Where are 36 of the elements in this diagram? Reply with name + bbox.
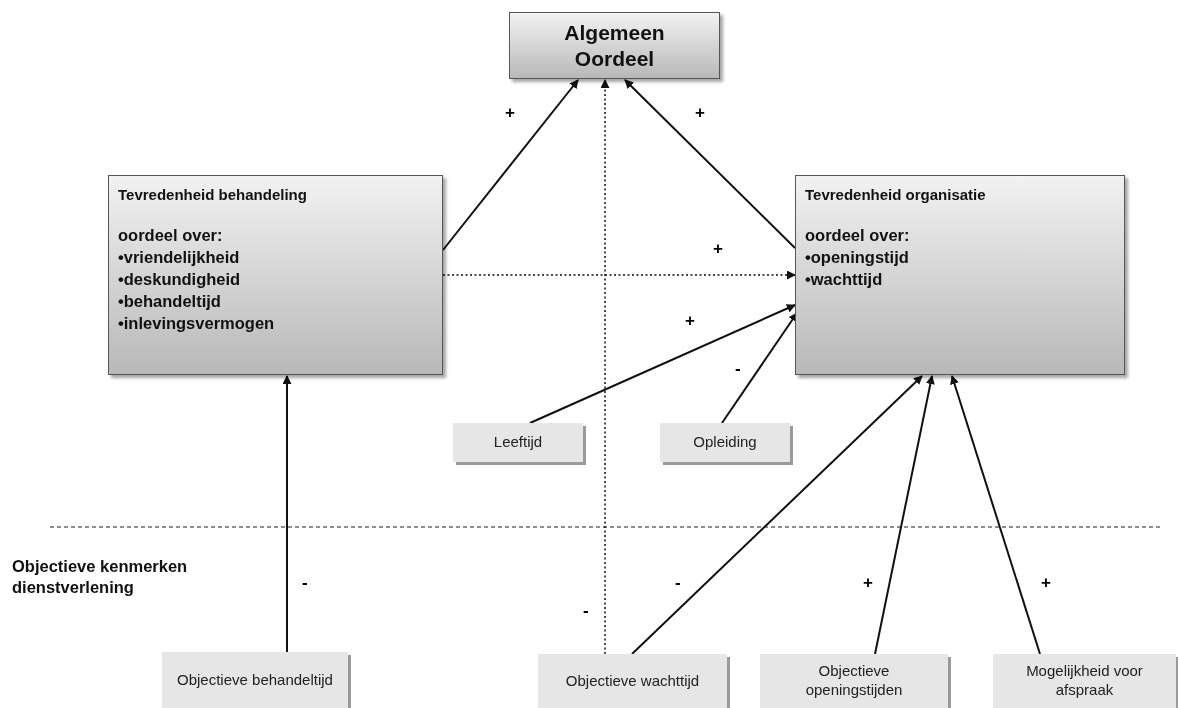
box-label: Opleiding bbox=[692, 433, 758, 452]
arrow bbox=[631, 375, 923, 655]
box-title: Tevredenheid organisatie bbox=[805, 186, 986, 203]
factor-box bbox=[760, 654, 948, 708]
box-subtitle: oordeel over: bbox=[118, 226, 223, 245]
factor-box bbox=[453, 423, 583, 462]
arrow bbox=[529, 304, 796, 424]
arrow bbox=[282, 375, 292, 653]
section-label: Objectieve kenmerken dienstverlening bbox=[12, 556, 189, 598]
factor-box bbox=[993, 654, 1176, 708]
factor-box bbox=[108, 175, 443, 375]
box-label: Leeftijd bbox=[492, 433, 544, 452]
list-item: •vriendelijkheid bbox=[118, 248, 240, 267]
list-item: •wachttijd bbox=[805, 270, 883, 289]
arrow bbox=[950, 375, 1041, 655]
factor-box bbox=[795, 175, 1125, 375]
factor-box bbox=[509, 12, 720, 79]
box-label: Objectieve wachttijd bbox=[564, 671, 701, 691]
box-title: Algemeen Oordeel bbox=[563, 20, 666, 71]
box-subtitle: oordeel over: bbox=[805, 226, 910, 245]
list-item: •deskundigheid bbox=[118, 270, 241, 289]
factor-box bbox=[660, 423, 790, 462]
list-item: •openingstijd bbox=[805, 248, 909, 267]
arrow bbox=[624, 79, 796, 249]
arrow bbox=[874, 375, 935, 655]
box-title: Tevredenheid behandeling bbox=[118, 186, 307, 203]
box-label: Mogelijkheid voor afspraak bbox=[1025, 662, 1144, 700]
arrow bbox=[442, 79, 579, 251]
factor-box bbox=[538, 654, 727, 708]
list-item: •behandeltijd bbox=[118, 292, 221, 311]
arrow bbox=[600, 79, 610, 655]
box-label: Objectieve openingstijden bbox=[804, 662, 904, 700]
box-label: Objectieve behandeltijd bbox=[176, 670, 334, 690]
list-item: •inlevingsvermogen bbox=[118, 314, 275, 333]
factor-box bbox=[162, 652, 348, 708]
arrow bbox=[442, 270, 796, 280]
